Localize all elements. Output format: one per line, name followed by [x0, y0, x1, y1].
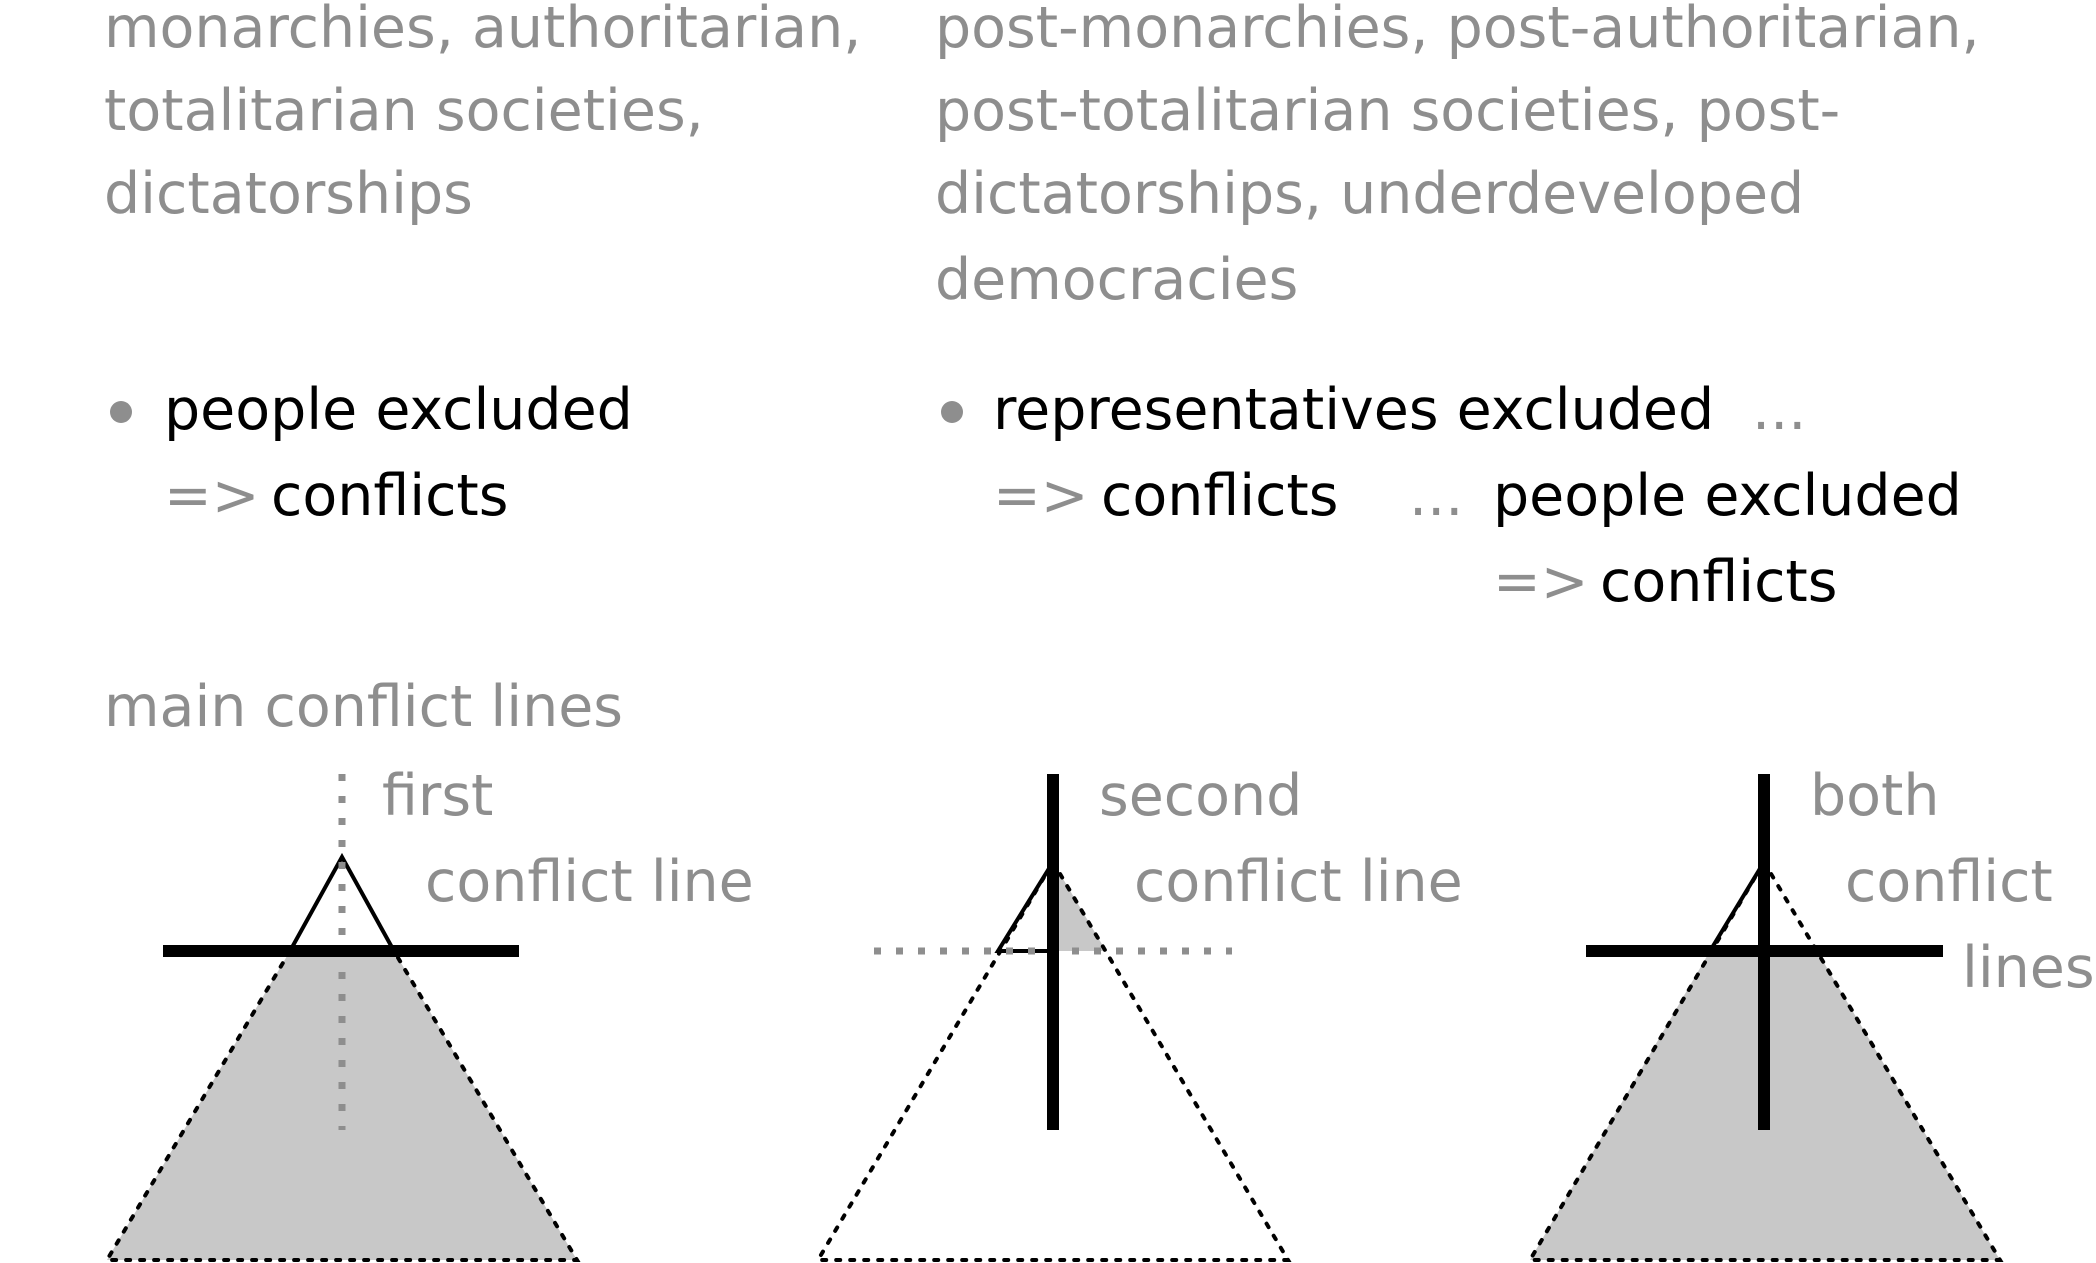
right-society-line-3: dictatorships, underdeveloped	[935, 161, 1805, 227]
right-bullet-conflicts-2: conflicts	[1600, 549, 1838, 615]
left-bullet-arrow: =>	[164, 463, 260, 529]
right-bullet-conflicts-1: conflicts	[1101, 463, 1339, 529]
panel2-outer-dotted-triangle	[814, 858, 1292, 1262]
left-society-line-3: dictatorships	[104, 161, 473, 227]
right-bullet-arrow-1: =>	[993, 463, 1089, 529]
panel3-apex-edge	[1708, 860, 1766, 953]
left-bullet-conflicts: conflicts	[271, 463, 509, 529]
panel1-apex-triangle	[286, 852, 398, 953]
panel2-shaded-wedge	[1053, 862, 1106, 951]
right-bullet-people-excluded: people excluded	[1493, 463, 1962, 529]
right-society-line-2: post-totalitarian societies, post-	[935, 78, 1841, 144]
panel2-label-line-1: second	[1099, 763, 1302, 829]
right-bullet-dot	[941, 401, 963, 423]
left-society-line-2: totalitarian societies,	[104, 78, 704, 144]
panel3-label-line-3: lines	[1962, 935, 2095, 1001]
left-bullet-people-excluded: people excluded	[164, 377, 633, 443]
panel-both-conflict-lines: both conflict lines	[1526, 763, 2095, 1262]
panel1-label-line-1: first	[382, 763, 493, 829]
right-bullet-ellipsis-1: ...	[1752, 377, 1807, 443]
panel2-apex-triangle	[994, 860, 1055, 953]
panel1-label-line-2: conflict line	[425, 849, 754, 915]
right-bullet-ellipsis-2: ...	[1409, 463, 1464, 529]
right-society-line-4: democracies	[935, 247, 1299, 313]
panel-second-conflict-line: second conflict line	[814, 763, 1463, 1262]
panel3-label-line-1: both	[1810, 763, 1940, 829]
left-bullet-dot	[110, 401, 132, 423]
diagram-heading: main conflict lines	[104, 674, 623, 740]
panel-first-conflict-line: first conflict line	[103, 763, 754, 1262]
panel2-label-line-2: conflict line	[1134, 849, 1463, 915]
right-bullet-representatives-excluded: representatives excluded	[993, 377, 1715, 443]
left-society-line-1: monarchies, authoritarian,	[104, 0, 862, 61]
right-bullet-arrow-2: =>	[1493, 549, 1589, 615]
right-society-line-1: post-monarchies, post-authoritarian,	[935, 0, 1980, 61]
panel3-outer-dotted-triangle	[1526, 858, 2004, 1262]
panel3-label-line-2: conflict	[1845, 849, 2053, 915]
